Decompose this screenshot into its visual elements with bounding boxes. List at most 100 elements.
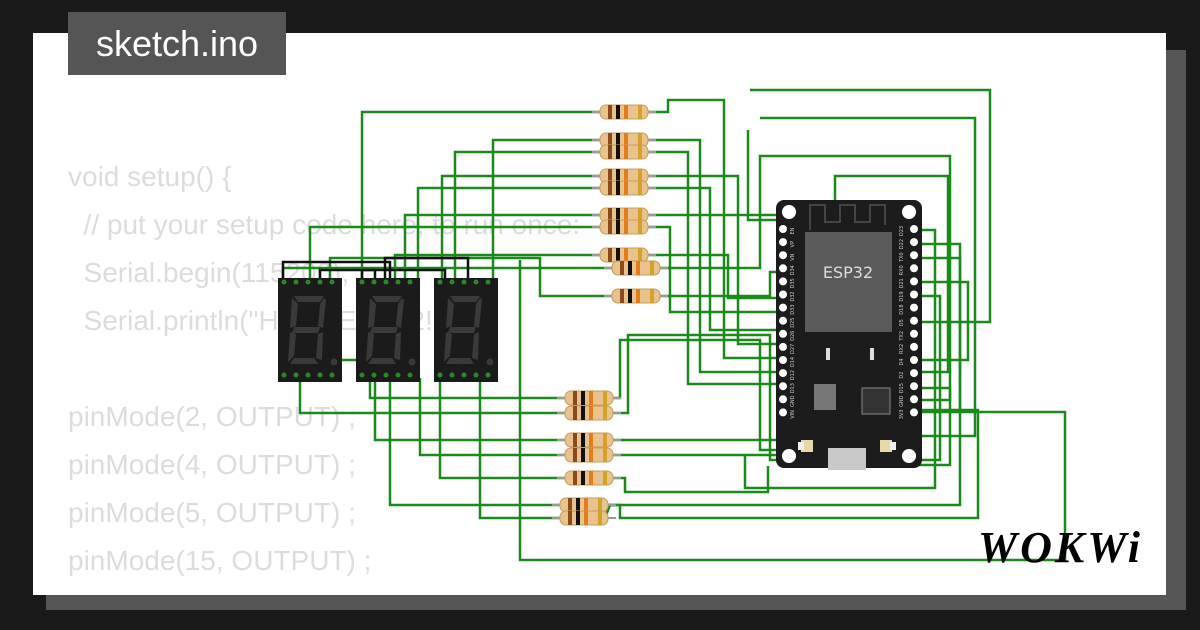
resistor[interactable] xyxy=(592,132,656,148)
pin-d34[interactable] xyxy=(779,264,787,273)
segment xyxy=(316,332,323,360)
resistor[interactable] xyxy=(592,247,656,263)
pin-vp[interactable] xyxy=(779,238,787,247)
bus-wire xyxy=(360,268,447,282)
pin-d32[interactable] xyxy=(779,290,787,299)
bus-wire xyxy=(281,260,392,282)
segment xyxy=(446,298,454,328)
pin-d18[interactable] xyxy=(910,303,918,312)
pin-d14[interactable] xyxy=(779,356,787,364)
segment xyxy=(288,332,296,362)
segment xyxy=(294,296,324,302)
segment xyxy=(444,332,452,362)
pin-d25[interactable] xyxy=(779,316,787,325)
pin-d33[interactable] xyxy=(779,303,787,312)
pin-d21[interactable] xyxy=(910,277,918,286)
wire xyxy=(648,225,790,314)
segment xyxy=(396,298,404,328)
wire xyxy=(743,228,937,490)
pin-d4[interactable] xyxy=(910,356,918,364)
pin-d19[interactable] xyxy=(910,290,918,299)
pin-gnd[interactable] xyxy=(779,395,787,404)
pin-d23[interactable] xyxy=(910,225,918,233)
pin-label: D35 xyxy=(790,278,796,288)
pin-vin[interactable] xyxy=(779,408,787,417)
resistor[interactable] xyxy=(592,219,656,235)
pin-rx2[interactable] xyxy=(910,342,918,351)
resistor[interactable] xyxy=(592,104,656,120)
pin-d5[interactable] xyxy=(910,316,918,325)
segment xyxy=(370,327,398,333)
resistor[interactable] xyxy=(557,447,621,463)
resistor[interactable] xyxy=(557,405,621,421)
bus-wire xyxy=(318,268,377,282)
resistor[interactable] xyxy=(592,180,656,196)
bus-wire xyxy=(383,256,470,282)
bus-wires xyxy=(281,256,470,282)
pin-label: D18 xyxy=(899,304,905,314)
wire xyxy=(418,378,565,457)
pin-tx0[interactable] xyxy=(910,251,918,260)
file-tab[interactable]: sketch.ino xyxy=(68,12,286,75)
seven-segment-display[interactable] xyxy=(278,278,342,382)
segment xyxy=(368,298,376,328)
wire xyxy=(388,378,560,507)
wire xyxy=(603,242,962,519)
pin-d13[interactable] xyxy=(779,382,787,391)
wokwi-logo: WOKWi xyxy=(978,523,1143,572)
wire xyxy=(491,138,600,280)
resistor[interactable] xyxy=(592,207,656,223)
pin-d26[interactable] xyxy=(779,329,787,338)
pin-d27[interactable] xyxy=(779,342,787,351)
pin-label: VN xyxy=(790,253,796,260)
resistor[interactable] xyxy=(592,144,656,160)
resistor[interactable] xyxy=(557,390,621,406)
wire xyxy=(908,280,970,362)
decimal-point xyxy=(330,358,338,366)
led xyxy=(880,440,892,452)
pin-label: D14 xyxy=(790,357,796,367)
wire xyxy=(328,256,612,298)
pin-vn[interactable] xyxy=(779,251,787,260)
board-label: ESP32 xyxy=(823,263,873,282)
wire xyxy=(518,260,1067,562)
resistor[interactable] xyxy=(604,288,668,304)
usb-port xyxy=(828,448,866,470)
pin-label: D21 xyxy=(899,278,905,288)
pin-d15[interactable] xyxy=(910,382,918,391)
pin-label: RX2 xyxy=(899,344,905,354)
segment xyxy=(472,332,479,360)
pin-d35[interactable] xyxy=(779,277,787,286)
seven-segment-display[interactable] xyxy=(356,278,420,382)
decimal-point xyxy=(486,358,494,366)
pin-gnd[interactable] xyxy=(910,395,918,404)
wire xyxy=(750,88,992,324)
wire xyxy=(648,98,790,360)
pin-label: GND xyxy=(899,395,905,407)
mount-hole xyxy=(782,449,796,463)
mount-hole xyxy=(902,205,916,219)
resistor[interactable] xyxy=(557,470,621,486)
pin-tx2[interactable] xyxy=(910,329,918,338)
pin-rx0[interactable] xyxy=(910,264,918,273)
resistor[interactable] xyxy=(557,432,621,448)
pin-3v3[interactable] xyxy=(910,408,918,417)
segment xyxy=(446,358,474,364)
resistor[interactable] xyxy=(604,260,668,276)
esp32-board[interactable]: ESP32ENVPVND34D35D32D33D25D26D27D14D12D1… xyxy=(776,200,922,470)
resistor[interactable] xyxy=(552,510,616,526)
wire xyxy=(438,378,565,480)
pin-label: D15 xyxy=(899,383,905,393)
wire xyxy=(368,376,565,400)
pin-d2[interactable] xyxy=(910,369,918,378)
segment xyxy=(448,327,476,333)
wire xyxy=(453,150,600,280)
pin-d12[interactable] xyxy=(779,369,787,378)
resistor[interactable] xyxy=(592,168,656,184)
seven-segment-display[interactable] xyxy=(434,278,498,382)
pin-label: D22 xyxy=(899,239,905,249)
resistor[interactable] xyxy=(552,497,616,513)
decimal-point xyxy=(408,358,416,366)
pin-en[interactable] xyxy=(779,225,787,233)
pin-d22[interactable] xyxy=(910,238,918,247)
